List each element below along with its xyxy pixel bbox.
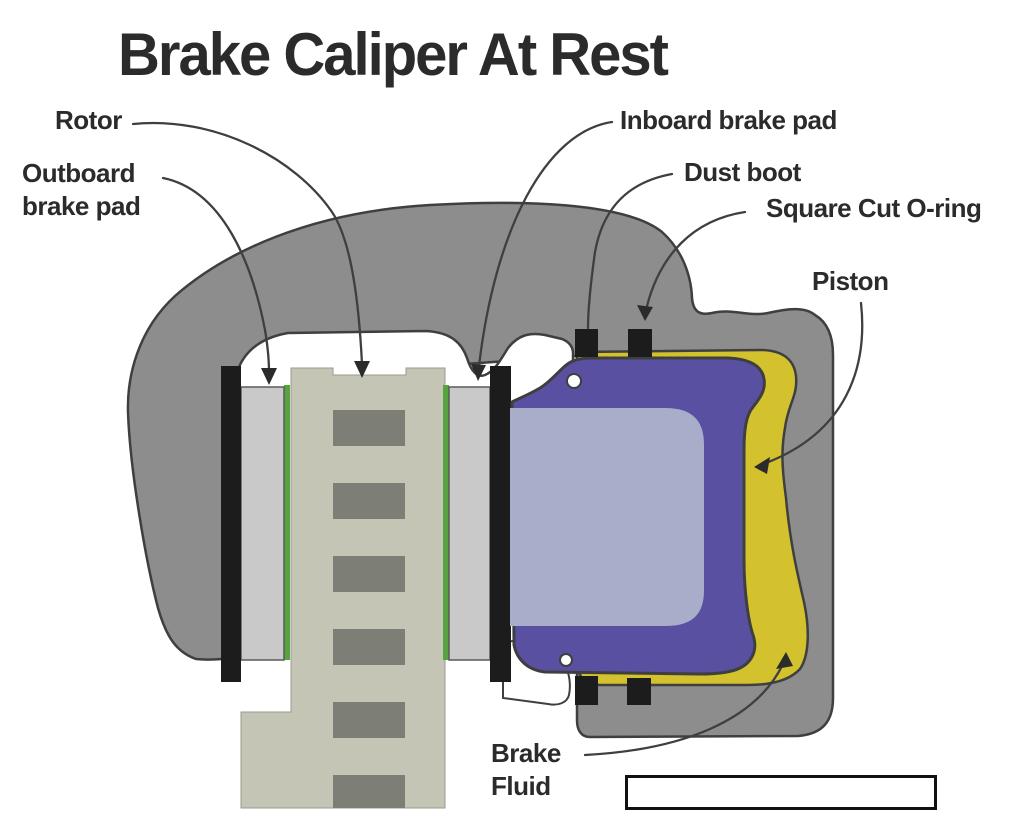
rotor-leader-line — [131, 121, 364, 366]
label-rotor: Rotor — [55, 105, 122, 135]
o-ring-arrowhead — [637, 305, 653, 321]
brake-fluid-leader-line — [583, 662, 785, 757]
dust-boot-leader-line — [586, 172, 674, 330]
inboard-pad-shape — [448, 386, 491, 661]
dust-boot-seal-top — [575, 329, 598, 357]
label-outboard-line2: brake pad — [22, 191, 141, 221]
piston-groove-notch-bottom — [559, 653, 573, 667]
inboard-pad-arrowhead — [471, 364, 486, 381]
label-outboard-line1: Outboard — [22, 158, 136, 188]
outboard-pad-shape — [240, 386, 285, 661]
inboard-backing-plate — [490, 366, 511, 682]
diagram-title: Brake Caliper At Rest — [118, 21, 669, 89]
brake-fluid-arrowhead — [776, 652, 793, 669]
rotor-vent — [333, 410, 405, 446]
label-dust-boot: Dust boot — [684, 157, 801, 187]
label-square-cut-o-ring: Square Cut O-ring — [766, 193, 982, 223]
piston-arrowhead — [754, 457, 770, 474]
rotor-vent — [333, 483, 405, 519]
outboard-backing-plate — [221, 366, 241, 682]
rotor-vent — [333, 629, 405, 665]
rotor-vent — [333, 556, 405, 592]
piston-face-shape — [510, 408, 704, 626]
o-ring-leader-line — [645, 210, 747, 308]
dust-boot-seal-bottom — [575, 676, 598, 705]
o-ring-seal-bottom — [627, 678, 651, 705]
outboard-pad-leader-line — [161, 176, 271, 374]
label-inboard-brake-pad: Inboard brake pad — [620, 105, 837, 135]
outboard-pad-arrowhead — [261, 368, 277, 385]
label-brake-fluid: Brake Fluid — [491, 737, 561, 803]
caption-box — [625, 775, 937, 810]
label-piston: Piston — [812, 266, 889, 296]
rotor-vents — [333, 410, 405, 808]
caliper-arch-edge — [235, 329, 575, 377]
inboard-pad-leader-line — [477, 120, 614, 368]
label-brake-fluid-line2: Fluid — [491, 771, 551, 801]
piston-leader-line — [764, 301, 864, 465]
piston-groove-notch-top — [566, 373, 582, 389]
label-brake-fluid-line1: Brake — [491, 738, 561, 768]
outboard-pad-liner — [284, 385, 290, 660]
rotor-arrowhead — [354, 361, 370, 378]
label-outboard-brake-pad: Outboard brake pad — [22, 157, 141, 223]
rotor-vent — [333, 702, 405, 738]
inboard-pad-liner — [443, 385, 449, 660]
rotor-vent — [333, 775, 405, 808]
o-ring-seal-top — [628, 329, 652, 357]
